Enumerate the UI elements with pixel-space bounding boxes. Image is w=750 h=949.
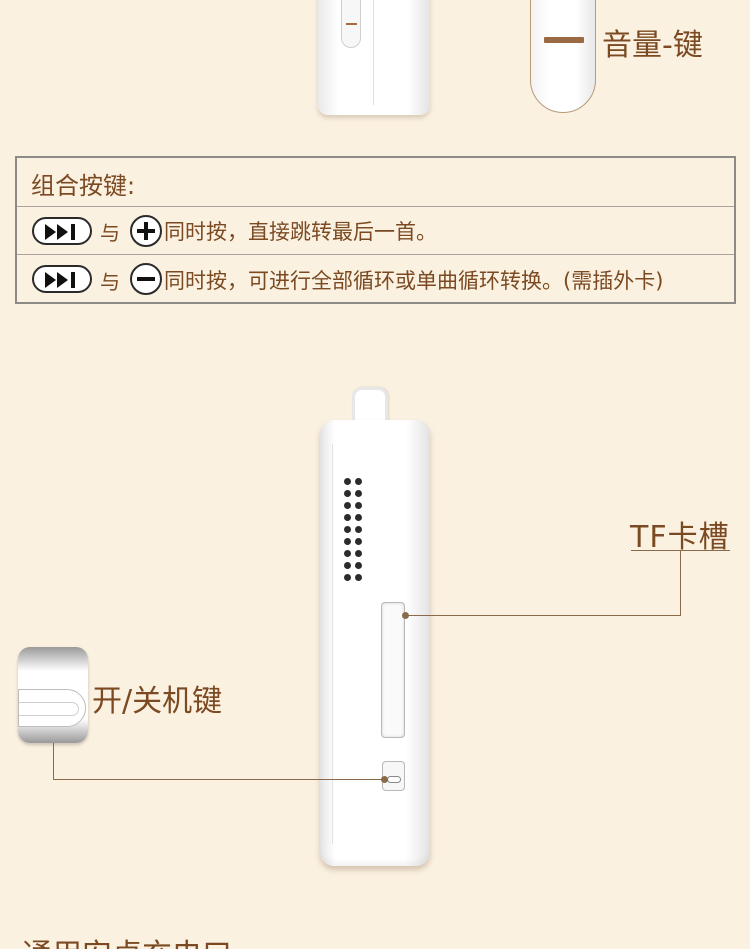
power-callout-line [53,779,384,780]
device-top-fragment [318,0,430,115]
combo-joiner: 与 [100,270,120,294]
device-seam [373,0,374,105]
power-key-illustration [18,647,88,743]
tf-callout-line [680,550,681,616]
minus-bar-icon [544,37,584,43]
tf-card-slot [381,602,405,738]
volume-minus-key-illustration [530,0,596,113]
combo-heading-row: 组合按键: [17,158,734,207]
power-key-tab [18,689,86,727]
next-track-icon [32,265,92,293]
power-key-label: 开/关机键 [92,684,223,719]
combo-heading: 组合按键: [31,172,136,200]
charging-port-heading: 通用安卓充电口 [22,930,232,949]
power-switch-knob [387,776,401,783]
combo-row: 与 同时按，直接跳转最后一首。 [17,207,734,255]
tf-slot-label: TF卡槽 [630,520,730,555]
plus-icon [130,215,162,247]
volume-minus-label: 音量-键 [602,28,703,63]
power-callout-line [53,743,54,780]
power-callout-dot [381,776,388,783]
minus-mark [346,23,357,25]
volume-slot [341,0,361,48]
combo-keys-table: 组合按键: 与 同时按，直接跳转最后一首。 与 同时按，可进行全部循环或单曲循环… [15,156,736,304]
combo-row: 与 同时按，可进行全部循环或单曲循环转换。(需插外卡) [17,255,734,304]
tf-callout-line [406,615,681,616]
tf-callout-dot [402,612,409,619]
combo-joiner: 与 [100,221,120,245]
combo-description: 同时按，直接跳转最后一首。 [164,220,437,244]
next-track-icon [32,217,92,245]
combo-description: 同时按，可进行全部循环或单曲循环转换。(需插外卡) [164,269,664,293]
minus-icon [130,263,162,295]
device-side-view [320,420,430,866]
device-ridge [332,444,333,844]
power-key-tip [19,702,79,716]
